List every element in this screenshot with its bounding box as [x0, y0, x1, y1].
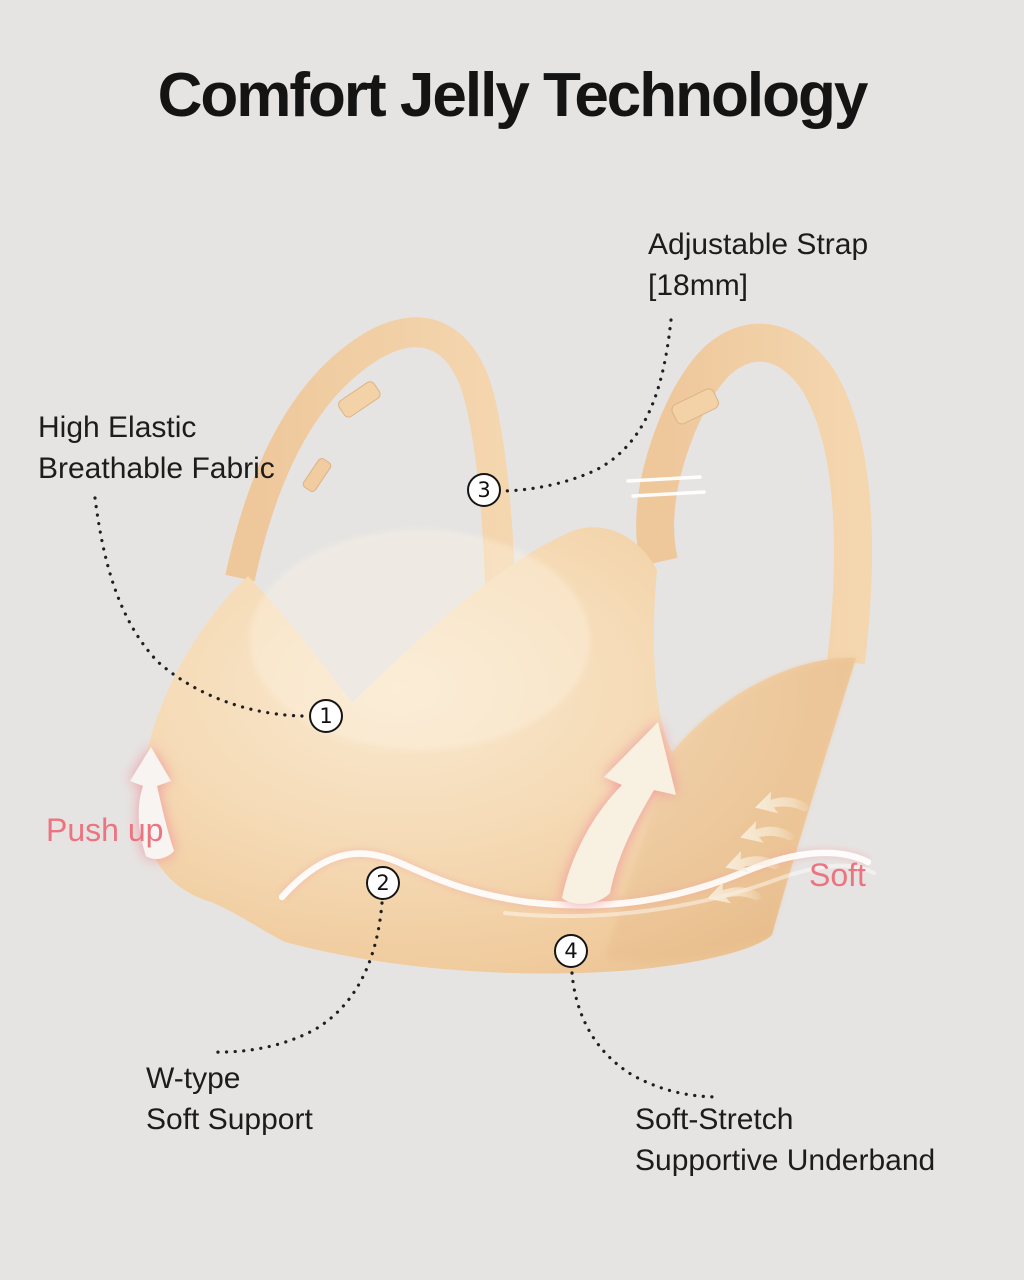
- label-adjustable-strap-line1: Adjustable Strap: [648, 228, 869, 261]
- leader-line-high-elastic: [93, 496, 304, 718]
- support-wave-line: [277, 847, 876, 919]
- label-underband-line1: Soft-Stretch: [635, 1103, 794, 1136]
- callout-circle-4: 4: [554, 934, 588, 968]
- label-high-elastic: High Elastic Breathable Fabric: [38, 407, 275, 489]
- label-high-elastic-line1: High Elastic: [38, 411, 197, 444]
- callout-circle-2: 2: [366, 866, 400, 900]
- label-w-type-line2: Soft Support: [146, 1103, 313, 1136]
- label-high-elastic-line2: Breathable Fabric: [38, 452, 275, 485]
- label-w-type-line1: W-type: [146, 1062, 241, 1095]
- leader-line-adjustable-strap: [503, 318, 673, 493]
- label-underband-line2: Supportive Underband: [635, 1144, 936, 1177]
- label-adjustable-strap-line2: [18mm]: [648, 269, 749, 302]
- back-strap: [636, 323, 872, 665]
- wing-shading: [604, 657, 856, 963]
- cup-highlight: [250, 530, 590, 750]
- leader-line-w-type: [208, 901, 384, 1054]
- push-up-arrow-icon: [562, 722, 676, 904]
- lift-arrow-icon: [130, 747, 174, 859]
- label-underband: Soft-Stretch Supportive Underband: [635, 1099, 935, 1181]
- strap-slider-bars: [626, 475, 706, 498]
- label-adjustable-strap: Adjustable Strap [18mm]: [648, 224, 868, 306]
- leader-line-underband: [570, 971, 722, 1099]
- label-push-up: Push up: [46, 812, 164, 848]
- label-soft: Soft: [809, 857, 866, 893]
- callout-circle-1: 1: [309, 699, 343, 733]
- page-title: Comfort Jelly Technology: [157, 61, 869, 130]
- callout-circle-3: 3: [467, 473, 501, 507]
- strap-adjuster-back: [626, 388, 719, 498]
- label-w-type: W-type Soft Support: [146, 1058, 313, 1140]
- strap-adjuster-front: [302, 381, 381, 492]
